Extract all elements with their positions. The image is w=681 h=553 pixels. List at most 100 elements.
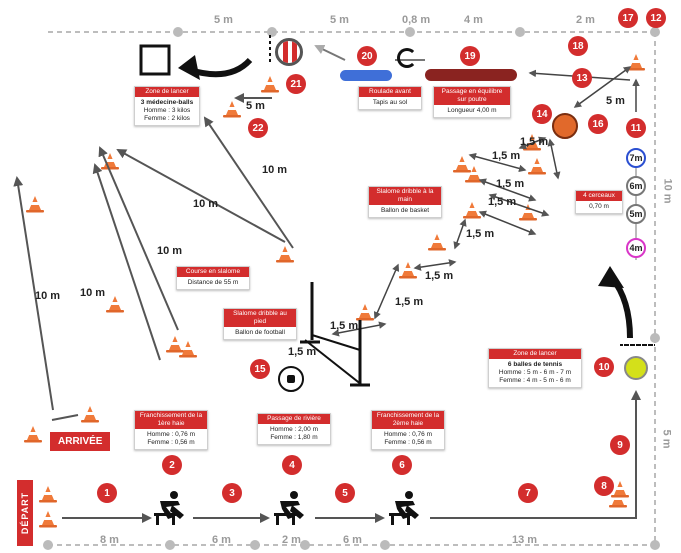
card-line: Homme : 0,76 m xyxy=(383,431,433,438)
card-slalom-basket: Slalome dribble à la main Ballon de bask… xyxy=(368,186,442,218)
hoop-6m: 6m xyxy=(626,176,646,196)
card-riviere: Passage de rivière Homme : 2,00 m Femme … xyxy=(257,413,331,445)
step-badge-20: 20 xyxy=(357,46,377,66)
hoop-5m: 5m xyxy=(626,204,646,224)
card-title: Zone de lancer xyxy=(489,349,581,359)
card-title: Slalome dribble au pied xyxy=(224,309,296,327)
dim-bottom-5: 13 m xyxy=(512,534,538,546)
step-badge-3: 3 xyxy=(222,483,242,503)
card-title: Passage en équilibre sur poutre xyxy=(434,87,510,105)
football-slalom-poles xyxy=(300,282,370,387)
card-title: Passage de rivière xyxy=(258,414,330,424)
step-badge-11: 11 xyxy=(626,118,646,138)
step-badge-4: 4 xyxy=(282,455,302,475)
card-lancer-tennis: Zone de lancer 6 balles de tennis Homme … xyxy=(488,348,582,388)
card-slalom-foot: Slalome dribble au pied Ballon de footba… xyxy=(223,308,297,340)
dist-diag-3: 10 m xyxy=(157,245,183,257)
step-badge-14: 14 xyxy=(532,104,552,124)
step-badge-21: 21 xyxy=(286,74,306,94)
step-badge-8: 8 xyxy=(594,476,614,496)
card-poutre: Passage en équilibre sur poutre Longueur… xyxy=(433,86,511,118)
dist-diag-2: 10 m xyxy=(193,198,219,210)
hoop-4m: 4m xyxy=(626,238,646,258)
dist-left-2: 10 m xyxy=(80,287,106,299)
card-course-slalom: Course en slalome Distance de 55 m xyxy=(176,266,250,290)
balance-beam xyxy=(425,69,517,81)
dim-bottom-4: 6 m xyxy=(343,534,362,546)
card-title: 4 cerceaux xyxy=(576,191,622,201)
card-line: Homme : 5 m - 6 m - 7 m xyxy=(498,369,572,376)
card-title: Zone de lancer xyxy=(135,87,199,97)
step-badge-2: 2 xyxy=(162,455,182,475)
dist-slalom-5: 1,5 m xyxy=(488,196,517,208)
throw-target-square xyxy=(139,44,171,76)
dim-bottom-1: 8 m xyxy=(100,534,119,546)
step-badge-7: 7 xyxy=(518,483,538,503)
card-line: Femme : 0,56 m xyxy=(147,439,195,446)
dim-top-5: 2 m xyxy=(576,14,595,26)
step-badge-17: 17 xyxy=(618,8,638,28)
arrivee-label: ARRIVÉE xyxy=(50,432,111,451)
card-line: Homme : 3 kilos xyxy=(143,107,191,114)
card-line: Ballon de football xyxy=(235,329,285,336)
card-line: Femme : 1,80 m xyxy=(270,434,318,441)
card-lancer-top: Zone de lancer 3 médecine-balls Homme : … xyxy=(134,86,200,126)
card-line: 3 médecine-balls xyxy=(140,99,194,106)
step-badge-18: 18 xyxy=(568,36,588,56)
card-line: Longueur 4,00 m xyxy=(447,107,497,114)
card-line: Femme : 4 m - 5 m - 6 m xyxy=(499,377,571,384)
card-title: Course en slalome xyxy=(177,267,249,277)
card-line: Homme : 2,00 m xyxy=(269,426,319,433)
dist-slalom-3: 1,5 m xyxy=(425,270,454,282)
dim-top-3: 0,8 m xyxy=(402,14,431,26)
card-line: 0,70 m xyxy=(589,203,609,210)
card-line: Femme : 0,56 m xyxy=(384,439,432,446)
dist-slalom-8: 1,5 m xyxy=(520,136,549,148)
step-badge-13: 13 xyxy=(572,68,592,88)
hoop-7m: 7m xyxy=(626,148,646,168)
dist-slalom-2: 1,5 m xyxy=(395,296,424,308)
hurdle-figures xyxy=(154,491,419,525)
card-title: Franchissement de la 2ème haie xyxy=(372,411,444,429)
card-title: Slalome dribble à la main xyxy=(369,187,441,205)
dim-bottom-2: 6 m xyxy=(212,534,231,546)
field-boundary xyxy=(43,27,660,550)
dist-slalom-4: 1,5 m xyxy=(466,228,495,240)
card-line: Ballon de basket xyxy=(380,207,430,214)
dist-left-1: 10 m xyxy=(35,290,61,302)
step-badge-15: 15 xyxy=(250,359,270,379)
card-line: Femme : 2 kilos xyxy=(144,115,190,122)
football-icon xyxy=(278,366,304,392)
dim-top-2: 5 m xyxy=(330,14,349,26)
basketball-icon xyxy=(552,113,578,139)
slalom-run-lines xyxy=(13,93,294,421)
throw-arrows xyxy=(178,55,655,346)
depart-label: DÉPART xyxy=(17,480,33,546)
dim-right-1: 10 m xyxy=(661,178,674,204)
step-badge-9: 9 xyxy=(610,435,630,455)
dist-diag-1: 10 m xyxy=(262,164,288,176)
card-cerceaux: 4 cerceaux 0,70 m xyxy=(575,190,623,214)
card-title: Roulade avant xyxy=(359,87,421,97)
step-badge-12: 12 xyxy=(646,8,666,28)
step-badge-5: 5 xyxy=(335,483,355,503)
step-badge-16: 16 xyxy=(588,114,608,134)
card-title: Franchissement de la 1ère haie xyxy=(135,411,207,429)
card-roulade: Roulade avant Tapis au sol xyxy=(358,86,422,110)
dim-bottom-3: 2 m xyxy=(282,534,301,546)
tennis-ball-icon xyxy=(624,356,648,380)
start-run-path xyxy=(62,390,641,523)
dist-15: 1,5 m xyxy=(288,346,317,358)
card-line: 6 balles de tennis xyxy=(507,361,563,368)
dist-slalom-7: 1,5 m xyxy=(492,150,521,162)
step-badge-10: 10 xyxy=(594,357,614,377)
step-badge-6: 6 xyxy=(392,455,412,475)
step-badge-1: 1 xyxy=(97,483,117,503)
step-badge-19: 19 xyxy=(460,46,480,66)
card-line: Distance de 55 m xyxy=(187,279,239,286)
roll-icon xyxy=(397,48,417,68)
dim-right-2: 5 m xyxy=(660,429,673,449)
dim-top-1: 5 m xyxy=(214,14,233,26)
dist-11-13: 5 m xyxy=(606,95,625,107)
